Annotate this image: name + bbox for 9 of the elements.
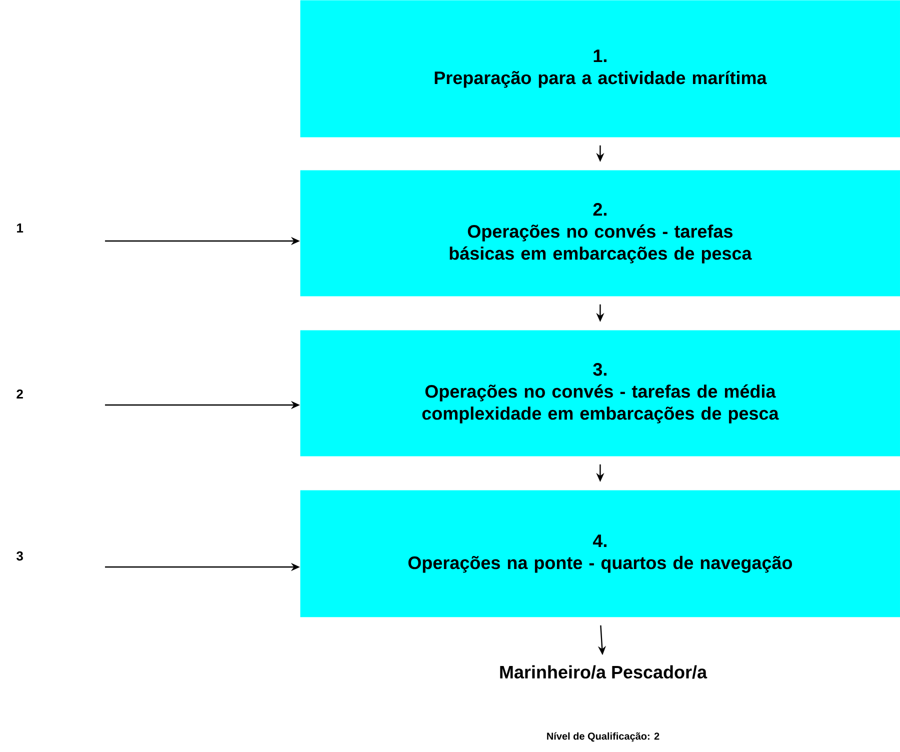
process-box: 2. Operações no convés - tarefas básicas em embarcações de pesca <box>300 170 900 296</box>
result-text: Marinheiro/a Pescador/a <box>500 665 708 679</box>
qualification-label: Nível de Qualificação: 2 <box>547 732 660 742</box>
process-box: 4. Operações na ponte - quartos de navegação <box>300 490 900 618</box>
callout-number: 2 <box>16 389 23 399</box>
process-box: 3. Operações no convés - tarefas de média complexidade em embarcações de pesca <box>300 330 900 456</box>
callout-number: 1 <box>17 224 24 232</box>
process-box: 1. Preparação para a actividade marítima <box>300 0 900 138</box>
callout-number: 3 <box>16 551 23 561</box>
